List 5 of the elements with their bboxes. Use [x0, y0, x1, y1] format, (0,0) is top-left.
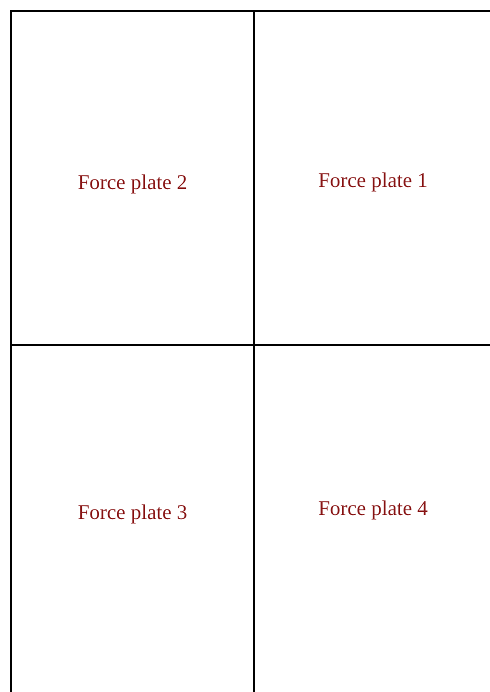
plate-box: [10, 10, 255, 346]
plate-label: Force plate 2: [78, 170, 188, 195]
plate-label: Force plate 3: [78, 500, 188, 525]
plate-label: Force plate 4: [318, 496, 428, 521]
plate-label: Force plate 1: [318, 168, 428, 193]
